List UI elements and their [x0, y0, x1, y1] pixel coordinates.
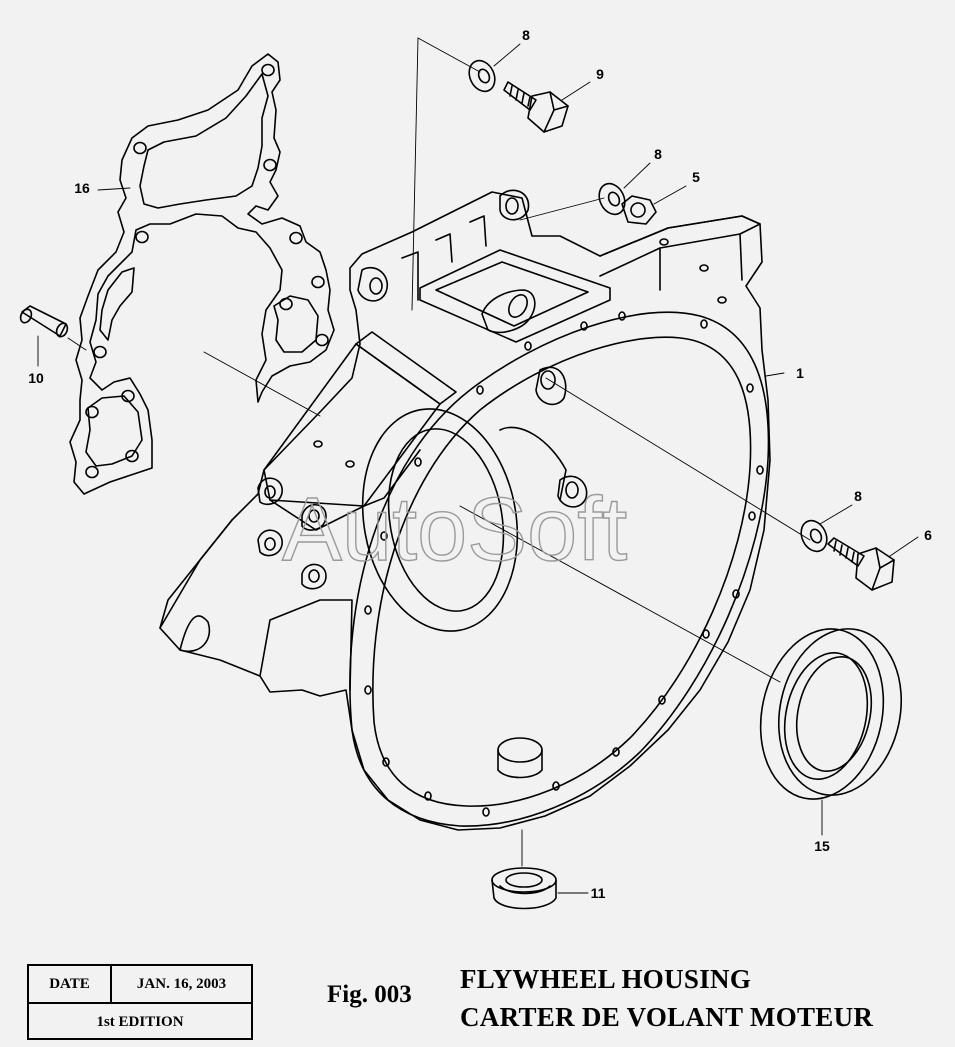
callout-11: 11	[591, 885, 606, 901]
callout-8-right: 8	[854, 488, 862, 504]
callout-1: 1	[796, 365, 804, 381]
figure-title-english: FLYWHEEL HOUSING	[460, 964, 752, 994]
edition-label: 1st EDITION	[96, 1014, 184, 1030]
oil-seal-part-15	[759, 628, 903, 800]
callout-5: 5	[692, 169, 700, 185]
revision-block: DATE JAN. 16, 2003 1st EDITION	[27, 964, 253, 1040]
revision-date-row: DATE JAN. 16, 2003	[29, 966, 251, 1004]
nut-part-5	[621, 195, 657, 225]
callout-8-middle: 8	[654, 146, 662, 162]
callout-6: 6	[924, 527, 932, 543]
plug-part-11	[491, 867, 557, 910]
date-value: JAN. 16, 2003	[136, 976, 227, 992]
bolt-part-6	[827, 537, 895, 591]
figure-title-french: CARTER DE VOLANT MOTEUR	[460, 1002, 874, 1032]
date-label: DATE	[29, 966, 112, 1002]
watermark-text: AutoSoft	[282, 480, 627, 580]
washer-part-8-right	[800, 519, 828, 553]
exploded-parts-drawing: AutoSoft 8 9 8 5 16 1 10 8 6 15 11	[19, 27, 932, 910]
gasket-part-16	[69, 53, 335, 495]
washer-part-8-middle	[598, 182, 626, 216]
figure-number: Fig. 003	[327, 981, 412, 1008]
dowel-pin-part-10	[19, 305, 69, 338]
washer-part-8-top	[468, 59, 496, 93]
callout-10: 10	[28, 370, 44, 386]
bolt-part-9	[503, 81, 569, 133]
flywheel-housing-part-1	[159, 189, 771, 831]
callout-8-top: 8	[522, 27, 530, 43]
callout-15: 15	[814, 838, 830, 854]
callout-9: 9	[596, 66, 604, 82]
callout-16: 16	[74, 180, 90, 196]
